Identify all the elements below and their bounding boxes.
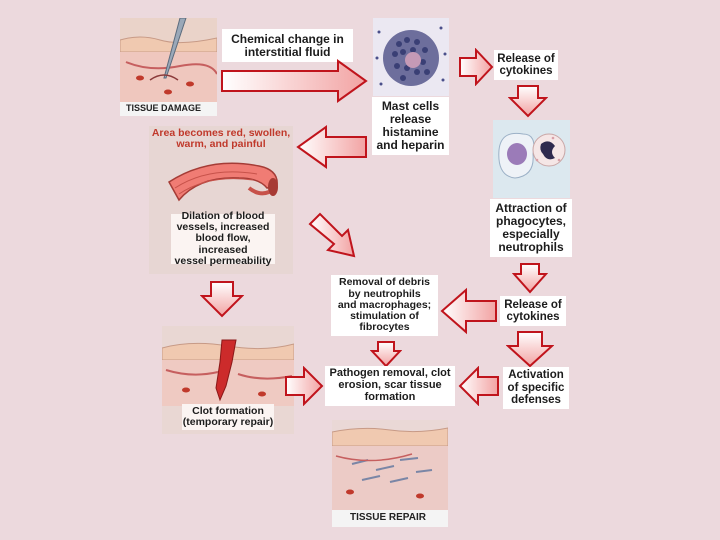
removal-line4: stimulation of: [350, 310, 419, 323]
release-cytokines-mid-box: Release of cytokines: [500, 296, 566, 326]
tissue-repair-illustration: [332, 420, 448, 527]
release-cytokines-mid-line1: Release of: [504, 298, 562, 311]
mast-cell-panel: [373, 18, 449, 96]
tissue-damage-illustration: [120, 18, 217, 116]
pathogen-line1: Pathogen removal, clot: [329, 367, 451, 380]
activation-box: Activation of specific defenses: [503, 367, 569, 409]
mast-cells-box: Mast cells release histamine and heparin: [372, 97, 449, 155]
arrow-activation-to-pathogen: [458, 366, 499, 406]
tissue-damage-label: TISSUE DAMAGE: [126, 103, 202, 113]
removal-line1: Removal of debris: [338, 276, 431, 289]
removal-line2: by neutrophils: [348, 287, 421, 300]
attraction-line3: especially: [502, 227, 560, 241]
arrow-to-pathogen: [370, 341, 402, 368]
arrow-to-release-cytokines-top: [459, 48, 494, 86]
blood-vessel-panel: Area becomes red, swollen, warm, and pai…: [149, 126, 293, 274]
clot-line1: Clot formation: [192, 404, 264, 417]
dilation-line4: vessel permeability: [174, 255, 272, 267]
area-red-line2: warm, and painful: [176, 138, 266, 150]
arrow-to-phagocytes: [508, 85, 548, 118]
mast-cells-line2: release: [389, 112, 432, 127]
tissue-repair-panel: TISSUE REPAIR: [332, 420, 448, 527]
chemical-change-box: Chemical change in interstitial fluid: [222, 29, 353, 62]
pathogen-line3: formation: [364, 390, 416, 403]
arrow-to-area-red: [296, 125, 367, 169]
chemical-change-line1: Chemical change in: [231, 31, 344, 46]
release-cytokines-mid-line2: cytokines: [506, 311, 560, 323]
arrow-to-release-cytokines-mid: [512, 263, 548, 294]
release-cytokines-top-line1: Release of: [497, 52, 555, 65]
arrow-to-removal: [440, 287, 497, 335]
attraction-box: Attraction of phagocytes, especially neu…: [490, 199, 572, 257]
mast-cell-illustration: [373, 18, 449, 96]
arrow-to-mast-cells: [221, 59, 368, 103]
activation-line1: Activation: [508, 369, 564, 382]
phagocytes-illustration: [493, 120, 570, 198]
clot-line2: (temporary repair): [182, 416, 274, 428]
tissue-damage-panel: TISSUE DAMAGE: [120, 18, 217, 116]
arrow-to-removal-diagonal: [308, 212, 356, 258]
mast-cells-line4: and heparin: [376, 137, 445, 152]
release-cytokines-top-box: Release of cytokines: [494, 50, 558, 80]
dilation-line1: Dilation of blood: [181, 209, 265, 222]
removal-line5: fibrocytes: [359, 321, 410, 334]
removal-line3: and macrophages;: [337, 298, 432, 311]
chemical-change-line2: interstitial fluid: [244, 44, 331, 59]
arrow-to-activation: [506, 331, 554, 368]
activation-line2: of specific: [507, 381, 565, 394]
removal-box: Removal of debris by neutrophils and mac…: [331, 275, 438, 336]
pathogen-line2: erosion, scar tissue: [338, 379, 442, 392]
attraction-line2: phagocytes,: [495, 214, 567, 229]
pathogen-box: Pathogen removal, clot erosion, scar tis…: [325, 366, 455, 406]
mast-cells-line3: histamine: [382, 125, 439, 139]
mast-cells-line1: Mast cells: [381, 99, 440, 114]
area-red-line1: Area becomes red, swollen,: [151, 127, 291, 139]
arrow-clot-to-pathogen: [285, 366, 324, 406]
release-cytokines-top-line2: cytokines: [499, 65, 553, 77]
activation-line3: defenses: [511, 394, 561, 407]
clot-box: Clot formation (temporary repair): [182, 404, 274, 430]
dilation-line2: vessels, increased: [176, 221, 270, 234]
phagocytes-panel: [493, 120, 570, 198]
attraction-line1: Attraction of: [495, 201, 567, 216]
attraction-line4: neutrophils: [498, 239, 564, 254]
dilation-line3: blood flow, increased: [195, 232, 251, 256]
dilation-box: Dilation of blood vessels, increased blo…: [171, 209, 275, 267]
clot-panel: Clot formation (temporary repair): [162, 326, 294, 434]
tissue-repair-label: TISSUE REPAIR: [350, 512, 426, 523]
arrow-to-clot: [200, 281, 244, 318]
